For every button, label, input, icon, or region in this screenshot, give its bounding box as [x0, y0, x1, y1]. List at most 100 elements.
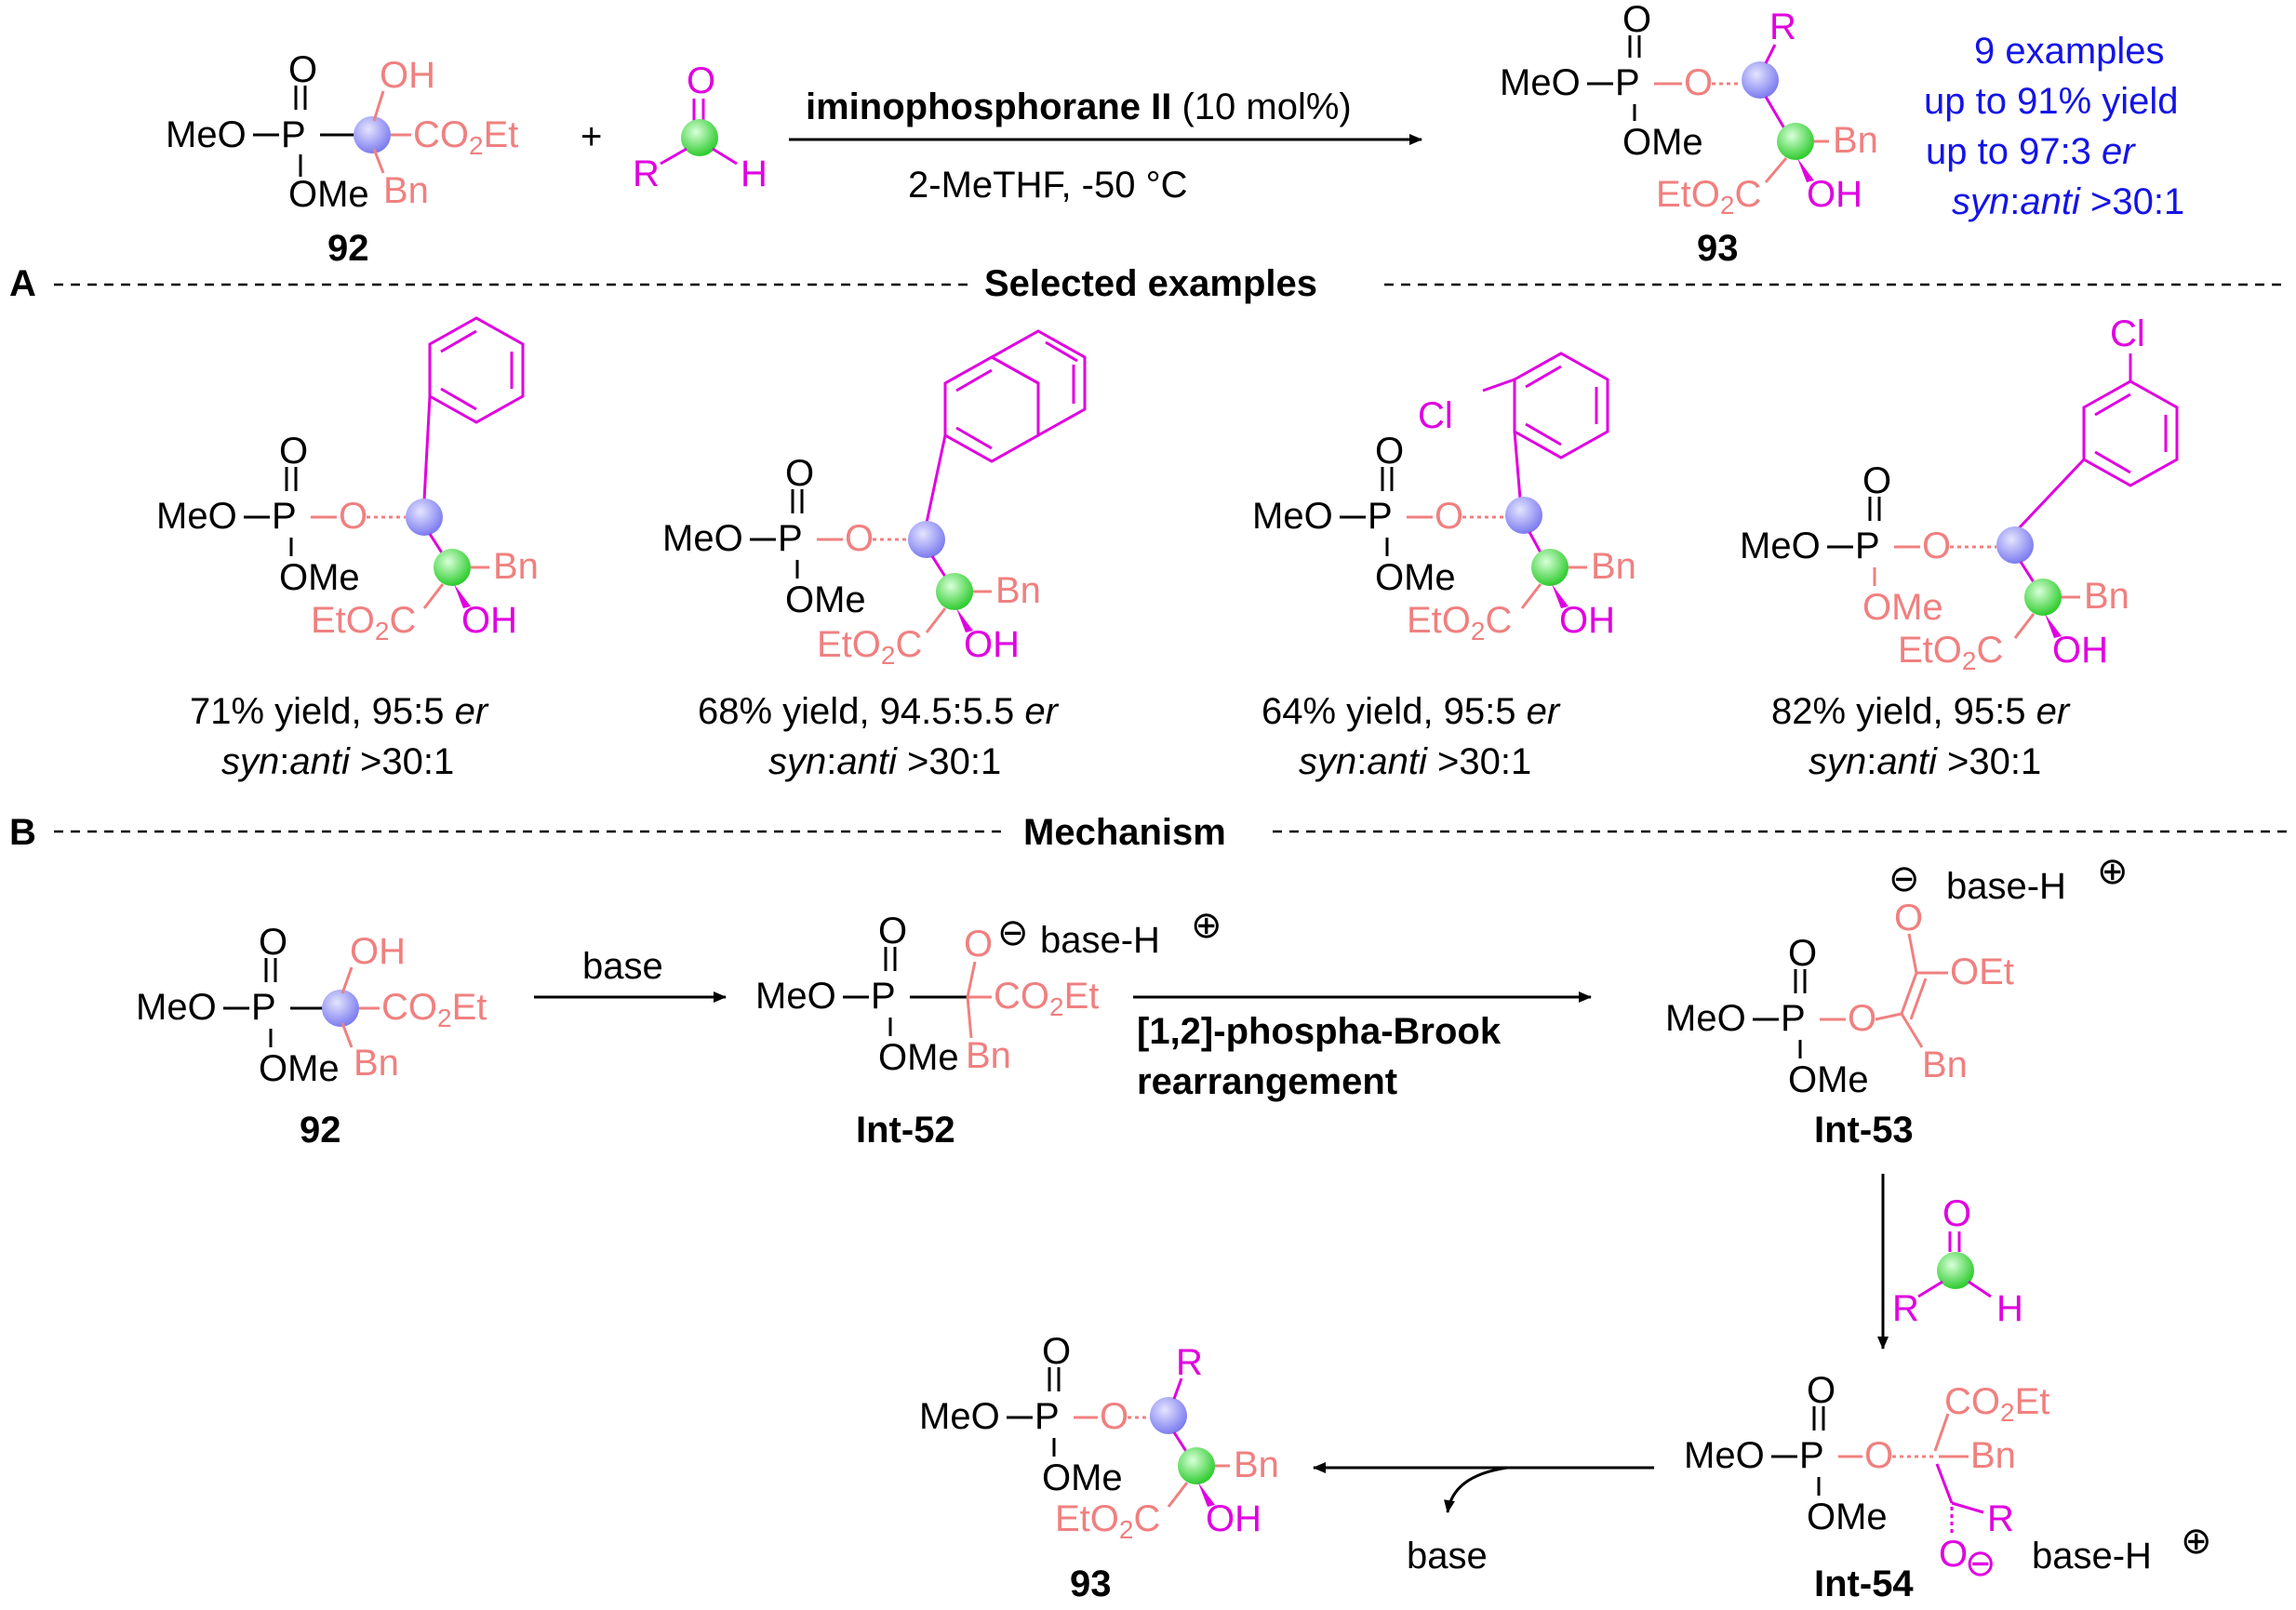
svg-text:O: O — [878, 911, 907, 951]
svg-text:P: P — [1855, 526, 1880, 566]
svg-text:EtO2C: EtO2C — [1407, 600, 1512, 645]
svg-text:OMe: OMe — [1042, 1457, 1123, 1498]
svg-text:Bn: Bn — [1833, 120, 1878, 161]
svg-text:EtO2C: EtO2C — [817, 624, 922, 670]
example-4-structure: Cl MeO P O OMe O Bn EtO2C OH — [1740, 313, 2179, 675]
svg-text:Cl: Cl — [1418, 395, 1453, 436]
svg-text:O: O — [1435, 496, 1463, 537]
svg-text:O: O — [259, 922, 287, 963]
mechanism-int54: MeO P O OMe O CO2Et Bn R O ⊖ base-H ⊕ In… — [1684, 1370, 2212, 1604]
mechanism-93: MeO P O OMe O R Bn EtO2C OH 93 — [919, 1331, 1279, 1604]
svg-text:P: P — [1035, 1396, 1060, 1437]
svg-text:OMe: OMe — [1788, 1059, 1869, 1100]
atom-o: O — [288, 49, 317, 90]
mechanism-92: MeO P O OMe OH CO2Et Bn 92 — [136, 922, 487, 1151]
svg-text:Cl: Cl — [2110, 313, 2145, 354]
product-93-top: MeO P O OMe O R Bn EtO2C OH 93 — [1500, 0, 1878, 269]
step-label-1: [1,2]-phospha-Brook — [1137, 1011, 1502, 1052]
atom-oh: OH — [380, 55, 435, 96]
svg-text:EtO2C: EtO2C — [1898, 630, 2003, 675]
svg-text:MeO: MeO — [919, 1396, 1000, 1437]
svg-text:O: O — [1042, 1331, 1071, 1372]
svg-text:O: O — [1100, 1396, 1128, 1437]
example-3-yield: 64% yield, 95:5 er — [1261, 691, 1561, 732]
svg-text:EtO2C: EtO2C — [1055, 1498, 1160, 1544]
example-2-yield: 68% yield, 94.5:5.5 er — [698, 691, 1060, 732]
svg-text:P: P — [871, 976, 896, 1017]
svg-text:P: P — [1781, 998, 1806, 1039]
svg-text:P: P — [272, 496, 297, 537]
svg-text:O: O — [1788, 933, 1817, 974]
step-label-2: rearrangement — [1137, 1061, 1397, 1102]
svg-text:H: H — [1996, 1288, 2023, 1329]
svg-text:R: R — [1987, 1498, 2014, 1539]
svg-text:⊖: ⊖ — [1965, 1543, 1996, 1584]
stereocenter-sphere — [354, 116, 391, 153]
svg-text:P: P — [251, 987, 276, 1028]
svg-text:OH: OH — [1206, 1498, 1261, 1539]
atom-p: P — [281, 114, 306, 155]
summary-examples: 9 examples — [1974, 31, 2165, 72]
svg-text:⊕: ⊕ — [2097, 851, 2129, 892]
summary-dr: syn:anti >30:1 — [1952, 181, 2184, 222]
svg-text:MeO: MeO — [1252, 496, 1333, 537]
atom-ome: OMe — [288, 174, 369, 215]
svg-text:⊕: ⊕ — [2181, 1521, 2212, 1562]
mechanism-label-int53: Int-53 — [1814, 1110, 1914, 1151]
base-out-label: base — [1407, 1536, 1488, 1577]
svg-text:MeO: MeO — [156, 496, 237, 537]
svg-text:OH: OH — [1807, 174, 1862, 215]
svg-text:Bn: Bn — [493, 546, 539, 587]
example-1-structure: MeO P O OMe O Bn EtO2C OH — [156, 316, 539, 645]
svg-text:O: O — [1894, 898, 1923, 938]
catalyst-label: iminophosphorane II (10 mol%) — [806, 86, 1352, 127]
svg-text:O: O — [785, 453, 814, 494]
atom-bn: Bn — [383, 170, 429, 211]
example-1-dr: syn:anti >30:1 — [221, 741, 454, 782]
svg-text:EtO2C: EtO2C — [311, 600, 416, 645]
svg-text:O: O — [1807, 1370, 1835, 1411]
mechanism-label-93: 93 — [1070, 1563, 1112, 1604]
svg-text:OMe: OMe — [1375, 557, 1456, 598]
reaction-arrow-top: iminophosphorane II (10 mol%) 2-MeTHF, -… — [789, 86, 1422, 206]
svg-text:MeO: MeO — [662, 518, 743, 559]
svg-text:O: O — [687, 60, 715, 101]
svg-text:OMe: OMe — [259, 1048, 340, 1089]
svg-text:O: O — [1942, 1193, 1971, 1234]
mechanism-label-int54: Int-54 — [1814, 1563, 1914, 1604]
svg-text:Bn: Bn — [1591, 546, 1636, 587]
svg-text:O: O — [1864, 1435, 1893, 1476]
svg-text:⊖: ⊖ — [997, 912, 1029, 953]
example-4-dr: syn:anti >30:1 — [1809, 741, 2041, 782]
arrow-left: base — [1313, 1462, 1654, 1577]
svg-text:OH: OH — [2052, 630, 2108, 671]
plus-sign: + — [581, 116, 602, 157]
compound-label-93: 93 — [1697, 228, 1739, 269]
svg-text:O: O — [1684, 62, 1713, 103]
svg-text:P: P — [1615, 62, 1640, 103]
example-2-dr: syn:anti >30:1 — [768, 741, 1001, 782]
svg-text:MeO: MeO — [1665, 998, 1746, 1039]
svg-text:P: P — [778, 518, 803, 559]
svg-text:CO2Et: CO2Et — [381, 987, 487, 1032]
svg-text:O: O — [1622, 0, 1651, 40]
svg-text:O: O — [279, 431, 308, 472]
example-4-yield: 82% yield, 95:5 er — [1771, 691, 2071, 732]
svg-text:OMe: OMe — [279, 557, 360, 598]
svg-text:Bn: Bn — [1234, 1444, 1279, 1485]
example-3-dr: syn:anti >30:1 — [1299, 741, 1531, 782]
summary-er: up to 97:3 er — [1926, 131, 2136, 172]
svg-text:R: R — [1892, 1288, 1919, 1329]
svg-text:O: O — [845, 518, 874, 559]
summary-box: 9 examples up to 91% yield up to 97:3 er… — [1924, 31, 2184, 222]
svg-text:Bn: Bn — [995, 570, 1041, 611]
example-2-structure: MeO P O OMe O Bn EtO2C OH — [662, 329, 1087, 670]
svg-text:base-H: base-H — [1946, 866, 2066, 907]
svg-text:H: H — [741, 153, 768, 194]
svg-text:CO2Et: CO2Et — [994, 976, 1099, 1021]
arrow-phospha-brook: [1,2]-phospha-Brook rearrangement — [1133, 991, 1592, 1102]
svg-text:OH: OH — [461, 600, 517, 641]
compound-label-92: 92 — [327, 228, 369, 269]
svg-text:Bn: Bn — [2084, 576, 2129, 617]
summary-yield: up to 91% yield — [1924, 81, 2179, 122]
